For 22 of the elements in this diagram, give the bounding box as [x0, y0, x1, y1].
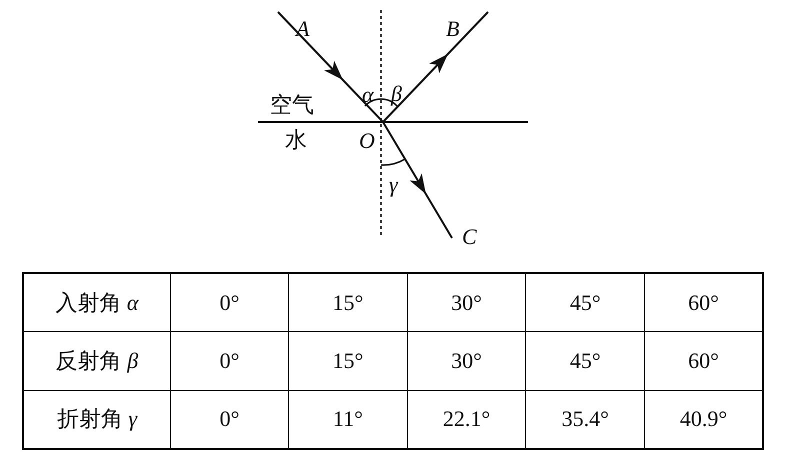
table-cell: 45°: [526, 332, 645, 390]
point-label: A: [296, 18, 310, 40]
medium-label: 水: [285, 130, 307, 152]
light-ray-arrow: [382, 11, 489, 123]
table-cell: 15°: [288, 332, 408, 390]
table-cell: 30°: [407, 273, 526, 332]
point-label: C: [462, 226, 477, 248]
light-ray-arrow: [277, 11, 384, 123]
table-cell: 30°: [407, 332, 526, 390]
table-cell: 15°: [288, 273, 408, 332]
table-cell: 0°: [170, 273, 289, 332]
angle-label: β: [391, 83, 402, 105]
row-header-cell: 反射角 β: [23, 332, 170, 390]
medium-label: 空气: [270, 95, 314, 117]
row-header-cell: 入射角 α: [23, 273, 170, 332]
table-cell: 45°: [526, 273, 645, 332]
table-cell: 0°: [170, 332, 289, 390]
light-ray-arrow: [382, 121, 453, 239]
point-label: O: [359, 130, 375, 152]
angle-label: α: [362, 84, 374, 106]
angle-label: γ: [389, 174, 398, 196]
point-label: B: [446, 18, 460, 40]
